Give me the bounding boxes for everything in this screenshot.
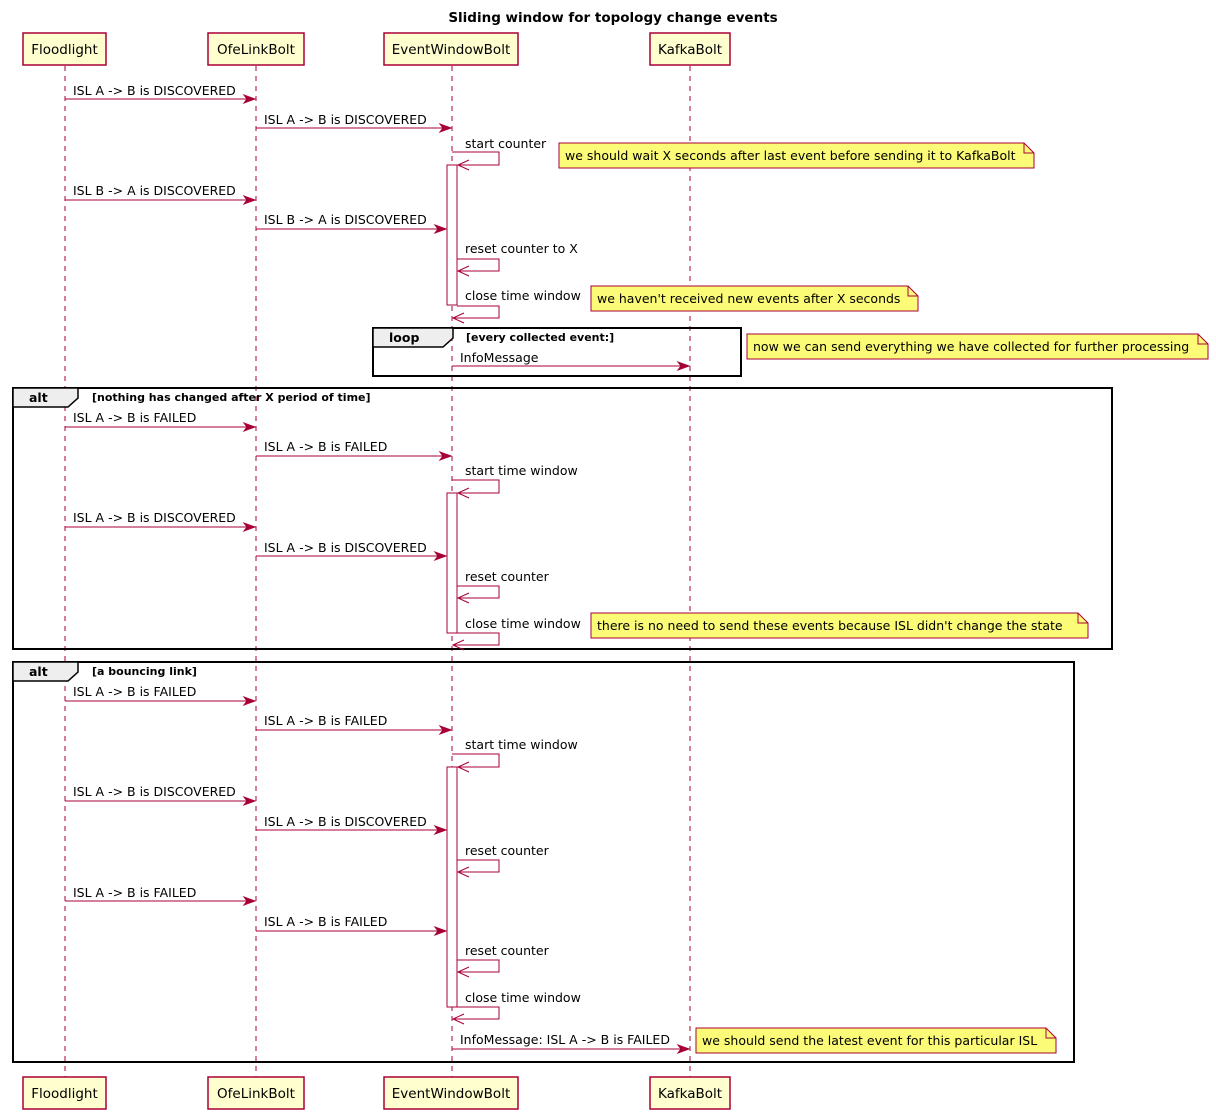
message-label: close time window [465,616,581,631]
self-message-reset-counter-3a: reset counter [456,843,550,878]
message-fl-ofe-discovered-2: ISL A -> B is DISCOVERED [65,510,257,533]
message-label: ISL B -> A is DISCOVERED [73,183,236,198]
participant-label: OfeLinkBolt [217,1086,295,1102]
note-text: there is no need to send these events be… [597,618,1063,633]
message-fl-ofe-discovered-3: ISL A -> B is DISCOVERED [65,784,257,807]
note-text: we should send the latest event for this… [702,1033,1037,1048]
self-message-reset-counter: reset counter [456,569,550,604]
message-label: ISL A -> B is FAILED [73,885,196,900]
message-label: ISL A -> B is FAILED [264,713,387,728]
message-label: ISL A -> B is DISCOVERED [264,814,427,829]
self-message-close-time-window: close time window [451,288,581,324]
self-message-reset-counter-3b: reset counter [456,943,550,978]
message-fl-ofe-failed: ISL A -> B is FAILED [65,410,257,433]
participant-label: EventWindowBolt [392,1086,510,1102]
message-fl-ofe-failed-3: ISL A -> B is FAILED [65,684,257,707]
message-label: ISL A -> B is FAILED [264,439,387,454]
note-send-collected: now we can send everything we have colle… [746,333,1209,360]
activation-bar [446,164,458,306]
participant-ofelinkbolt-top: OfeLinkBolt [207,32,305,66]
participant-label: Floodlight [31,42,98,58]
participant-label: OfeLinkBolt [217,42,295,58]
message-ofe-ewb-discovered-3: ISL A -> B is DISCOVERED [256,814,448,836]
message-ofe-ewb-failed: ISL A -> B is FAILED [256,439,453,462]
message-label: start counter [465,136,547,151]
note-text: now we can send everything we have colle… [753,339,1189,354]
message-fl-ofe-discovered: ISL A -> B is DISCOVERED [65,83,257,105]
message-label: ISL A -> B is FAILED [73,410,196,425]
message-ofe-ewb-ba-discovered: ISL B -> A is DISCOVERED [256,212,448,235]
alt-frame-unchanged: alt [nothing has changed after X period … [12,387,1113,650]
note-wait-x-seconds: we should wait X seconds after last even… [558,142,1035,169]
message-label: InfoMessage: ISL A -> B is FAILED [460,1032,670,1047]
participant-ofelinkbolt-bottom: OfeLinkBolt [207,1076,305,1110]
note-send-latest-event: we should send the latest event for this… [695,1027,1057,1054]
note-text: we haven't received new events after X s… [597,291,900,306]
self-message-start-time-window: start time window [452,463,578,499]
message-label: ISL A -> B is DISCOVERED [264,540,427,555]
participant-label: KafkaBolt [658,42,722,58]
message-ewb-kafka-infomessage-failed: InfoMessage: ISL A -> B is FAILED [452,1032,691,1055]
self-message-start-counter: start counter [452,136,547,171]
note-no-new-events: we haven't received new events after X s… [590,285,919,312]
alt-frame-bouncing: alt [a bouncing link] [12,661,1075,1063]
note-text: we should wait X seconds after last even… [565,148,1016,163]
participant-floodlight-bottom: Floodlight [22,1076,107,1110]
participant-kafkabolt-top: KafkaBolt [649,32,731,66]
message-label: ISL A -> B is DISCOVERED [73,510,236,525]
frame-condition: [nothing has changed after X period of t… [92,391,371,404]
participant-eventwindowbolt-bottom: EventWindowBolt [383,1076,519,1110]
message-ewb-kafka-infomessage: InfoMessage [452,350,691,372]
message-label: ISL A -> B is FAILED [264,914,387,929]
activation-bar [446,492,458,634]
frame-condition: [a bouncing link] [92,665,197,678]
activation-bar [446,766,458,1008]
participant-label: Floodlight [31,1086,98,1102]
message-label: ISL A -> B is DISCOVERED [73,83,236,98]
message-label: reset counter to X [465,241,578,256]
participant-eventwindowbolt-top: EventWindowBolt [383,32,519,66]
message-label: reset counter [465,843,550,858]
loop-frame: loop [every collected event:] [372,327,742,377]
message-ofe-ewb-failed-3: ISL A -> B is FAILED [256,713,453,736]
message-label: ISL A -> B is DISCOVERED [73,784,236,799]
message-label: InfoMessage [460,350,539,365]
frame-tag: alt [29,390,48,405]
self-message-start-time-window-3: start time window [452,737,578,773]
frame-tag: alt [29,664,48,679]
self-message-reset-counter-to-x: reset counter to X [456,241,578,277]
message-ofe-ewb-failed-4: ISL A -> B is FAILED [256,914,448,937]
self-message-close-time-window-3: close time window [451,990,581,1025]
message-label: close time window [465,990,581,1005]
self-message-close-time-window-2: close time window [451,616,581,651]
message-label: reset counter [465,569,550,584]
diagram-title: Sliding window for topology change event… [448,10,777,26]
message-label: reset counter [465,943,550,958]
message-label: ISL A -> B is DISCOVERED [264,112,427,127]
message-label: close time window [465,288,581,303]
message-label: start time window [465,737,578,752]
note-no-need-to-send: there is no need to send these events be… [590,612,1089,639]
frame-condition: [every collected event:] [466,331,614,344]
participant-label: EventWindowBolt [392,42,510,58]
participant-kafkabolt-bottom: KafkaBolt [649,1076,731,1110]
message-ofe-ewb-discovered-2: ISL A -> B is DISCOVERED [256,540,448,562]
participant-floodlight-top: Floodlight [22,32,107,66]
message-ofe-ewb-discovered: ISL A -> B is DISCOVERED [256,112,453,134]
message-label: start time window [465,463,578,478]
message-fl-ofe-ba-discovered: ISL B -> A is DISCOVERED [65,183,257,206]
message-label: ISL A -> B is FAILED [73,684,196,699]
participant-label: KafkaBolt [658,1086,722,1102]
message-fl-ofe-failed-4: ISL A -> B is FAILED [65,885,257,907]
message-label: ISL B -> A is DISCOVERED [264,212,427,227]
frame-tag: loop [389,330,419,345]
